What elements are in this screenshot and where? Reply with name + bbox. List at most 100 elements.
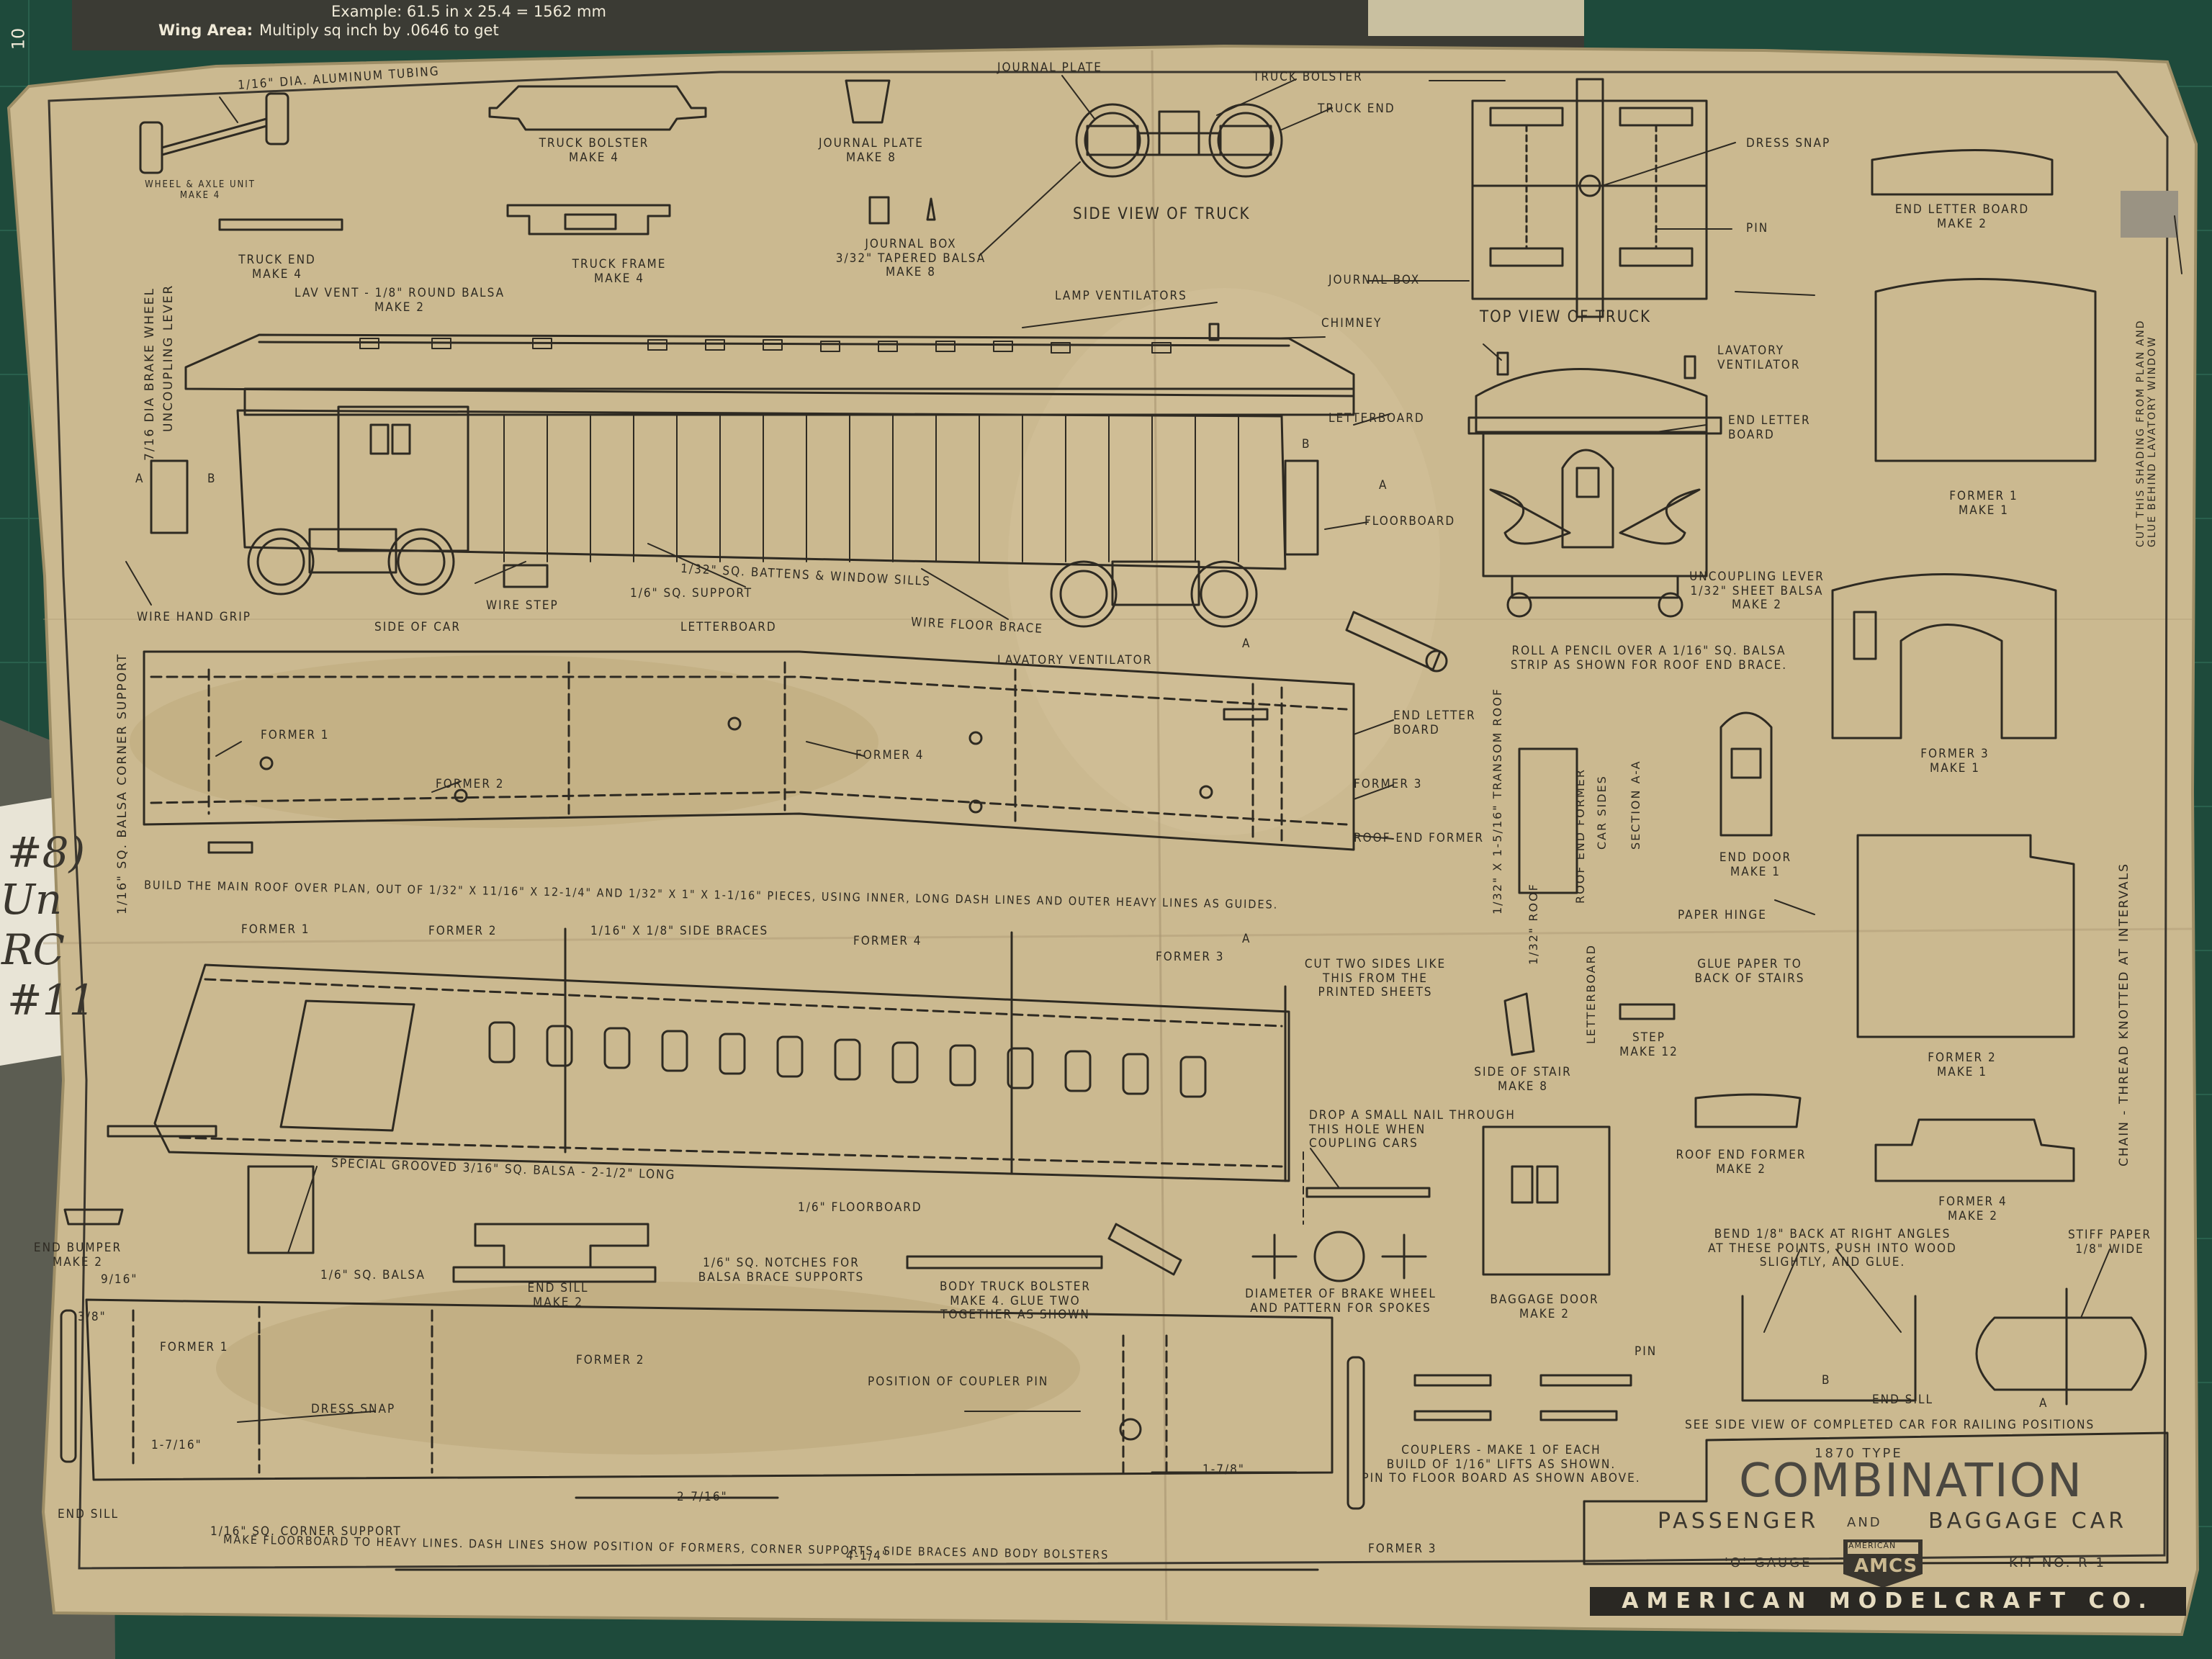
tape-wing-area-text: Multiply sq inch by .0646 to get	[259, 22, 499, 39]
label-side-view-truck: SIDE VIEW OF TRUCK	[1073, 205, 1251, 223]
label-end-letter-board-2: END LETTER BOARD	[1393, 709, 1476, 737]
label-drop-nail: DROP A SMALL NAIL THROUGH THIS HOLE WHEN…	[1309, 1108, 1516, 1151]
journal-box-drawing	[868, 196, 890, 225]
label-roof-end-former-vert: ROOF END FORMER	[1573, 768, 1587, 904]
handwritten-note-line-4: #11	[7, 976, 96, 1025]
label-former-2-roof: FORMER 2	[436, 777, 505, 791]
car-side-plan	[107, 927, 1290, 1182]
section-drawing	[1518, 747, 1578, 894]
label-former-3-floor: FORMER 3	[1368, 1542, 1437, 1556]
label-corner-support-floor: 1/16" SQ. CORNER SUPPORT	[210, 1524, 402, 1539]
mat-number: 10	[8, 27, 29, 50]
baggage-door-drawing	[1482, 1125, 1611, 1276]
label-journal-plate-part: JOURNAL PLATE MAKE 8	[819, 136, 924, 165]
label-lavatory-ventilator: LAVATORY VENTILATOR	[1717, 343, 1801, 372]
label-end-sill: END SILL	[58, 1507, 119, 1521]
label-lav-vent: LAV VENT - 1/8" ROUND BALSA MAKE 2	[294, 286, 505, 315]
label-floorboard: FLOORBOARD	[1364, 514, 1456, 529]
label-former-2-floor: FORMER 2	[576, 1353, 645, 1367]
label-former-4-roof: FORMER 4	[855, 748, 925, 763]
label-dim-1-7-8: 1-7/8"	[1202, 1462, 1245, 1477]
amcs-logo	[1843, 1539, 1923, 1588]
title-company: AMERICAN MODELCRAFT CO.	[1622, 1588, 2154, 1614]
label-former-3-part: FORMER 3 MAKE 1	[1920, 747, 1990, 775]
title-baggage-car: BAGGAGE CAR	[1928, 1509, 2128, 1534]
label-brake-wheel-pattern: DIAMETER OF BRAKE WHEEL AND PATTERN FOR …	[1245, 1287, 1437, 1316]
end-bumper-drawing	[63, 1208, 124, 1226]
title-combination: COMBINATION	[1739, 1455, 2083, 1508]
label-side-braces: 1/16" X 1/8" SIDE BRACES	[590, 924, 769, 938]
label-roll-pencil: ROLL A PENCIL OVER A 1/16" SQ. BALSA STR…	[1510, 644, 1788, 673]
label-uncoupling-vert: UNCOUPLING LEVER	[161, 284, 176, 432]
label-see-side-view: SEE SIDE VIEW OF COMPLETED CAR FOR RAILI…	[1685, 1418, 2095, 1432]
label-former-3-side: FORMER 3	[1156, 950, 1225, 964]
label-dim-2-7-16: 2-7/16"	[677, 1490, 728, 1504]
label-letterboard-vert: LETTERBOARD	[1584, 944, 1598, 1044]
label-end-letter-board-part: END LETTER BOARD MAKE 2	[1894, 202, 2030, 231]
label-glue-paper: GLUE PAPER TO BACK OF STAIRS	[1694, 957, 1805, 986]
title-and: AND	[1847, 1515, 1882, 1530]
former-4-drawing	[1874, 1118, 2075, 1182]
label-dress-snap-floor: DRESS SNAP	[311, 1402, 396, 1416]
label-position-coupler: POSITION OF COUPLER PIN	[868, 1375, 1049, 1389]
mark-a-2: A	[1379, 478, 1388, 493]
label-baggage-door: BAGGAGE DOOR MAKE 2	[1490, 1292, 1599, 1321]
tape-example-text: Example: 61.5 in x 25.4 = 1562 mm	[331, 3, 606, 20]
label-former-3-roof: FORMER 3	[1354, 777, 1423, 791]
truck-top-view	[1471, 78, 1708, 318]
mark-a-5: A	[2039, 1396, 2049, 1411]
label-paper-hinge: PAPER HINGE	[1678, 908, 1767, 922]
handwritten-note-line-1: #8)	[7, 828, 86, 877]
truck-end-drawing	[218, 218, 343, 231]
former-2-drawing	[1856, 834, 2075, 1038]
handwritten-note-line-3: RC	[1, 925, 66, 974]
lavatory-window-shading	[2121, 191, 2178, 238]
label-stiff-paper: STIFF PAPER 1/8" WIDE	[2067, 1228, 2152, 1256]
label-dim-4-1-4: 4-1/4"	[846, 1549, 889, 1563]
label-dress-snap: DRESS SNAP	[1746, 136, 1831, 150]
label-step: STEP MAKE 12	[1619, 1030, 1678, 1059]
mark-a-4: A	[1242, 932, 1251, 946]
label-chain-vert: CHAIN - THREAD KNOTTED AT INTERVALS	[2117, 862, 2131, 1166]
label-truck-end-callout: TRUCK END	[1318, 102, 1395, 116]
stiff-paper-drawing	[1975, 1316, 2147, 1391]
label-uncoupling-lever-part: UNCOUPLING LEVER 1/32" SHEET BALSA MAKE …	[1689, 570, 1825, 613]
label-former-1-part: FORMER 1 MAKE 1	[1949, 489, 2018, 518]
label-journal-box-part: JOURNAL BOX 3/32" TAPERED BALSA MAKE 8	[835, 237, 986, 280]
couplers-drawing	[1413, 1374, 1632, 1421]
label-transom-vert: 1/32" X 1-5/16" TRANSOM ROOF	[1491, 687, 1504, 914]
mark-b-3: B	[1822, 1373, 1831, 1388]
label-side-of-stair: SIDE OF STAIR MAKE 8	[1474, 1065, 1572, 1094]
label-former-1-floor: FORMER 1	[160, 1340, 229, 1354]
step-drawing	[1619, 1003, 1676, 1020]
label-section-aa-vert: SECTION A-A	[1629, 760, 1642, 850]
label-cut-shading-vert: CUT THIS SHADING FROM PLAN AND GLUE BEHI…	[2135, 319, 2158, 547]
label-letterboard: LETTERBOARD	[1328, 411, 1425, 426]
label-dim-38: 3/8"	[78, 1310, 107, 1324]
wheel-axle-drawing	[139, 92, 289, 174]
label-former-2-side: FORMER 2	[428, 924, 498, 938]
label-top-view-truck: TOP VIEW OF TRUCK	[1480, 308, 1651, 326]
handwritten-note-line-2: Un	[0, 875, 63, 924]
end-sill-bend-drawing	[1741, 1295, 1917, 1402]
label-cut-two: CUT TWO SIDES LIKE THIS FROM THE PRINTED…	[1304, 957, 1447, 1000]
label-truck-bolster-callout: TRUCK BOLSTER	[1253, 70, 1363, 84]
label-sq-balsa: 1/6" SQ. BALSA	[320, 1268, 426, 1282]
label-former-1-roof: FORMER 1	[261, 728, 330, 742]
car-side-view	[150, 323, 1355, 628]
title-gauge: 'O' GAUGE	[1725, 1555, 1812, 1570]
former-1-drawing	[1874, 278, 2097, 462]
label-journal-box: JOURNAL BOX	[1328, 273, 1421, 287]
label-wheel-axle: WHEEL & AXLE UNIT MAKE 4	[145, 179, 256, 201]
label-former-2-part: FORMER 2 MAKE 1	[1928, 1051, 1997, 1079]
title-logo-top: AMERICAN	[1848, 1541, 1897, 1550]
label-journal-plate: JOURNAL PLATE	[997, 60, 1102, 75]
label-car-sides-vert: CAR SIDES	[1595, 775, 1609, 850]
roof-plan	[143, 650, 1355, 854]
label-lamp-ventilators: LAMP VENTILATORS	[1055, 289, 1187, 303]
label-wire-step: WIRE STEP	[486, 598, 559, 613]
former-3-drawing	[1831, 573, 2057, 739]
label-end-door: END DOOR MAKE 1	[1719, 850, 1792, 879]
mark-b-2: B	[1302, 437, 1311, 451]
